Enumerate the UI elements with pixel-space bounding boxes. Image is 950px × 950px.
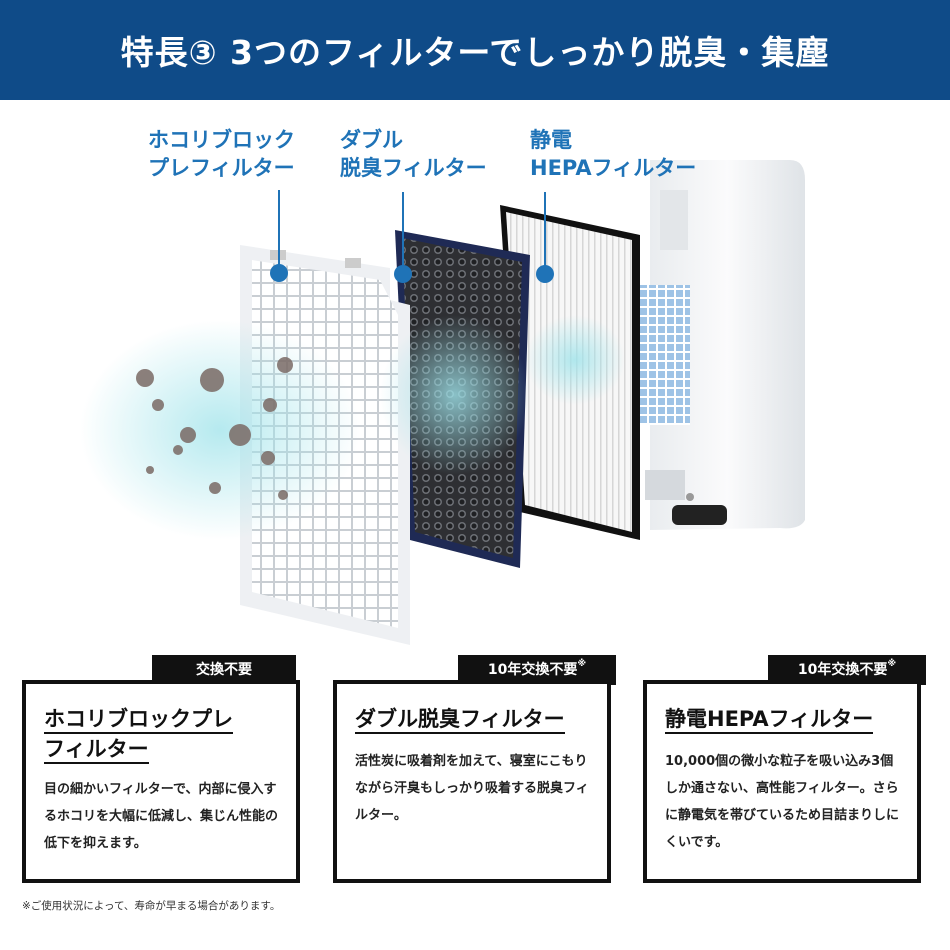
- footnote: ※ご使用状況によって、寿命が早まる場合があります。: [22, 900, 281, 912]
- badge-note: ※: [887, 659, 897, 669]
- badge-note: ※: [577, 659, 587, 669]
- card-title: ダブル脱臭フィルター: [355, 704, 595, 734]
- hepa-label: 静電 HEPAフィルター: [530, 128, 697, 180]
- header-banner: 特長③ 3つのフィルターでしっかり脱臭・集塵: [0, 0, 950, 100]
- badge-text: 10年交換不要: [797, 662, 888, 678]
- card-title: ホコリブロックプレ フィルター: [44, 704, 284, 764]
- prefilter-marker-dot: [270, 264, 288, 282]
- air-purifier-unit: [640, 160, 805, 530]
- card-text: 10,000個の微小な粒子を吸い込み3個しか通さない、高性能フィルター。さらに静…: [665, 754, 900, 850]
- leader-lines: [270, 190, 554, 283]
- card-title-line1: ダブル脱臭フィルター: [355, 707, 565, 734]
- card-text: 活性炭に吸着剤を加えて、寝室にこもりながら汗臭もしっかり吸着する脱臭フィルター。: [355, 754, 589, 823]
- filters-graphic: [80, 160, 805, 645]
- filter-illustration: ホコリブロック プレフィルター ダブル 脱臭フィルター 静電 HEPAフィルター: [0, 100, 950, 650]
- dust-particles: [136, 357, 293, 500]
- badge-text: 交換不要: [196, 662, 252, 678]
- card-text: 目の細かいフィルターで、内部に侵入するホコリを大幅に低減し、集じん性能の低下を抑…: [44, 782, 279, 851]
- card-title: 静電HEPAフィルター: [665, 704, 905, 734]
- card-prefilter: ホコリブロックプレ フィルター 目の細かいフィルターで、内部に侵入するホコリを大…: [22, 680, 300, 883]
- card-hepa: 静電HEPAフィルター 10,000個の微小な粒子を吸い込み3個しか通さない、高…: [643, 680, 921, 883]
- badge-text: 10年交換不要: [487, 662, 578, 678]
- card-title-line1: ホコリブロックプレ: [44, 707, 233, 734]
- card-title-line2: フィルター: [44, 737, 149, 764]
- card-deodor: ダブル脱臭フィルター 活性炭に吸着剤を加えて、寝室にこもりながら汗臭もしっかり吸…: [333, 680, 611, 883]
- hepa-marker-dot: [536, 265, 554, 283]
- deodor-marker-dot: [394, 265, 412, 283]
- prefilter-label: ホコリブロック プレフィルター: [148, 128, 295, 180]
- card-title-line1: 静電HEPAフィルター: [665, 707, 874, 734]
- page-title: 特長③ 3つのフィルターでしっかり脱臭・集塵: [120, 33, 830, 72]
- deodor-label: ダブル 脱臭フィルター: [340, 128, 487, 180]
